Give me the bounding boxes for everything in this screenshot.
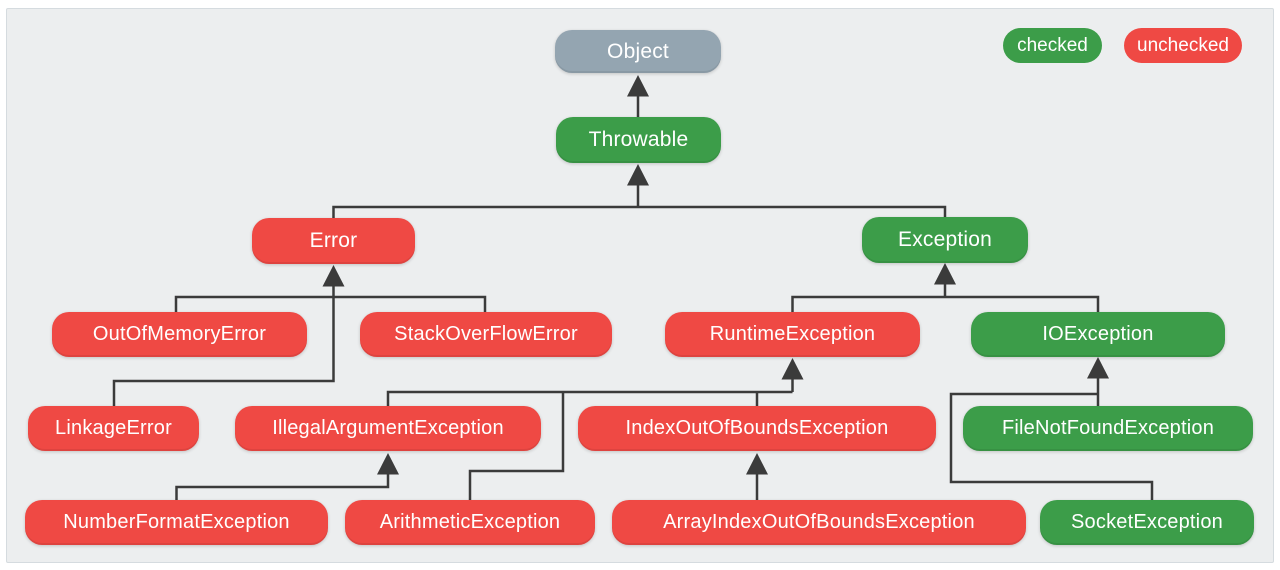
node-runtimeexception: RuntimeException xyxy=(665,312,920,357)
node-error: Error xyxy=(252,218,415,264)
node-ioexception: IOException xyxy=(971,312,1225,357)
legend-unchecked-pill: unchecked xyxy=(1124,28,1242,63)
node-arithmeticexception: ArithmeticException xyxy=(345,500,595,545)
node-arrayindexoutofboundsexception: ArrayIndexOutOfBoundsException xyxy=(612,500,1026,545)
node-throwable: Throwable xyxy=(556,117,721,163)
node-filenotfoundexception: FileNotFoundException xyxy=(963,406,1253,451)
node-illegalargumentexception: IllegalArgumentException xyxy=(235,406,541,451)
diagram-panel xyxy=(6,8,1274,563)
node-numberformatexception: NumberFormatException xyxy=(25,500,328,545)
node-indexoutofboundsexception: IndexOutOfBoundsException xyxy=(578,406,936,451)
node-socketexception: SocketException xyxy=(1040,500,1254,545)
node-object: Object xyxy=(555,30,721,73)
node-stackoverflowerror: StackOverFlowError xyxy=(360,312,612,357)
node-linkageerror: LinkageError xyxy=(28,406,199,451)
legend-checked-pill: checked xyxy=(1003,28,1102,63)
node-exception: Exception xyxy=(862,217,1028,263)
node-outofmemoryerror: OutOfMemoryError xyxy=(52,312,307,357)
